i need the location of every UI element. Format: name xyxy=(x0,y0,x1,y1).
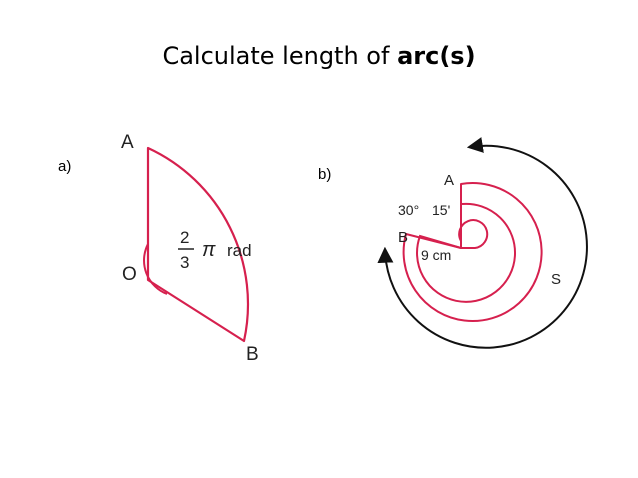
pi-symbol: π xyxy=(202,239,216,261)
angle-unit: rad xyxy=(227,241,252,260)
point-o-label: O xyxy=(122,264,137,285)
angle-marker-a xyxy=(143,243,168,295)
title-emphasis: arc(s) xyxy=(397,42,476,70)
angle-numerator: 2 xyxy=(180,228,189,247)
angle-degrees-label: 30° xyxy=(398,202,419,218)
part-a-label: a) xyxy=(58,158,72,175)
title-text: Calculate length of xyxy=(162,42,398,70)
angle-label-a: 2 3 π rad xyxy=(178,228,252,272)
sector-a xyxy=(143,146,250,343)
point-b-label: B xyxy=(246,344,259,365)
point-a-label: A xyxy=(121,132,134,153)
part-b-label: b) xyxy=(318,166,332,183)
arc-s-label: S xyxy=(551,271,561,288)
inner-ring xyxy=(416,202,517,303)
point-b-label-b: B xyxy=(398,229,408,246)
point-a-label-b: A xyxy=(444,172,454,189)
arc-s-arrow xyxy=(377,137,588,349)
angle-denominator: 3 xyxy=(180,253,189,272)
slide-title: Calculate length of arc(s) xyxy=(0,42,638,70)
angle-minutes-label: 15' xyxy=(432,202,450,218)
radius-label: 9 cm xyxy=(421,247,451,263)
sector-a-outline xyxy=(146,146,250,343)
